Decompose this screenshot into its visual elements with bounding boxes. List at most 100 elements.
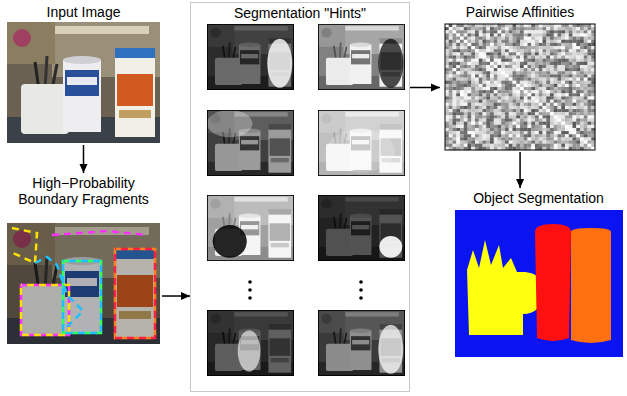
drawing-part (543, 33, 547, 36)
drawing-part (445, 125, 449, 128)
drawing-part (445, 24, 449, 27)
drawing-part (520, 71, 524, 74)
drawing-part (501, 103, 505, 106)
drawing-part (479, 125, 483, 128)
drawing-part (449, 56, 453, 59)
drawing-part (558, 96, 562, 99)
drawing-part (554, 62, 558, 65)
drawing-part (449, 43, 453, 46)
drawing-part (580, 30, 584, 33)
drawing-part (539, 30, 543, 33)
drawing-part (539, 134, 543, 137)
drawing-part (445, 109, 449, 112)
drawing-part (576, 100, 580, 103)
drawing-part (460, 112, 464, 115)
drawing-part (464, 27, 468, 30)
drawing-part (565, 49, 569, 52)
drawing-part (505, 24, 509, 27)
drawing-part (471, 74, 475, 77)
drawing-part (453, 68, 457, 71)
drawing-part (539, 119, 543, 122)
drawing-part (524, 71, 528, 74)
drawing-part (490, 87, 494, 90)
drawing-part (546, 128, 550, 131)
drawing-part (520, 112, 524, 115)
drawing-part (445, 40, 449, 43)
drawing-part (546, 52, 550, 55)
drawing-part (584, 30, 588, 33)
drawing-part (460, 78, 464, 81)
drawing-part (494, 144, 498, 147)
drawing-part (456, 96, 460, 99)
drawing-part (483, 125, 487, 128)
drawing-part (528, 131, 532, 134)
drawing-part (531, 137, 535, 140)
drawing-part (561, 119, 565, 122)
drawing-part (475, 24, 479, 27)
drawing-part (445, 100, 449, 103)
drawing-part (558, 49, 562, 52)
drawing-part (460, 141, 464, 144)
drawing-part (486, 131, 490, 134)
drawing-part (561, 49, 565, 52)
drawing-part (543, 43, 547, 46)
drawing-part (471, 56, 475, 59)
drawing-part (248, 280, 252, 284)
drawing-part (486, 33, 490, 36)
drawing-part (494, 62, 498, 65)
drawing-part (455, 210, 623, 357)
drawing-part (561, 62, 565, 65)
drawing-part (494, 37, 498, 40)
drawing-part (445, 119, 449, 122)
drawing-part (539, 49, 543, 52)
drawing-part (565, 122, 569, 125)
drawing-part (554, 125, 558, 128)
drawing-part (554, 131, 558, 134)
drawing-part (475, 112, 479, 115)
drawing-part (445, 103, 449, 106)
drawing-part (490, 106, 494, 109)
drawing-part (565, 128, 569, 131)
drawing-part (475, 106, 479, 109)
drawing-part (468, 103, 472, 106)
drawing-part (479, 141, 483, 144)
drawing-part (464, 65, 468, 68)
drawing-part (516, 40, 520, 43)
drawing-part (460, 122, 464, 125)
drawing-part (505, 93, 509, 96)
drawing-part (453, 100, 457, 103)
drawing-part (561, 43, 565, 46)
drawing-part (453, 43, 457, 46)
drawing-part (588, 87, 592, 90)
drawing-part (479, 137, 483, 140)
drawing-part (207, 195, 294, 261)
drawing-part (531, 68, 535, 71)
drawing-part (516, 46, 520, 49)
drawing-part (554, 43, 558, 46)
drawing-part (509, 62, 513, 65)
drawing-part (561, 56, 565, 59)
drawing-part (584, 125, 588, 128)
drawing-part (453, 141, 457, 144)
drawing-part (449, 37, 453, 40)
drawing-part (554, 134, 558, 137)
drawing-part (573, 43, 577, 46)
drawing-part (573, 128, 577, 131)
drawing-part (588, 125, 592, 128)
drawing-part (561, 137, 565, 140)
drawing-part (267, 39, 292, 88)
drawing-part (453, 74, 457, 77)
drawing-part (535, 128, 539, 131)
drawing-part (558, 93, 562, 96)
drawing-part (580, 33, 584, 36)
drawing-part (561, 106, 565, 109)
drawing-part (569, 119, 573, 122)
drawing-part (565, 141, 569, 144)
drawing-part (531, 59, 535, 62)
drawing-part (520, 84, 524, 87)
drawing-part (494, 71, 498, 74)
drawing-part (561, 81, 565, 84)
drawing-part (558, 68, 562, 71)
drawing-part (554, 37, 558, 40)
drawing-part (486, 112, 490, 115)
